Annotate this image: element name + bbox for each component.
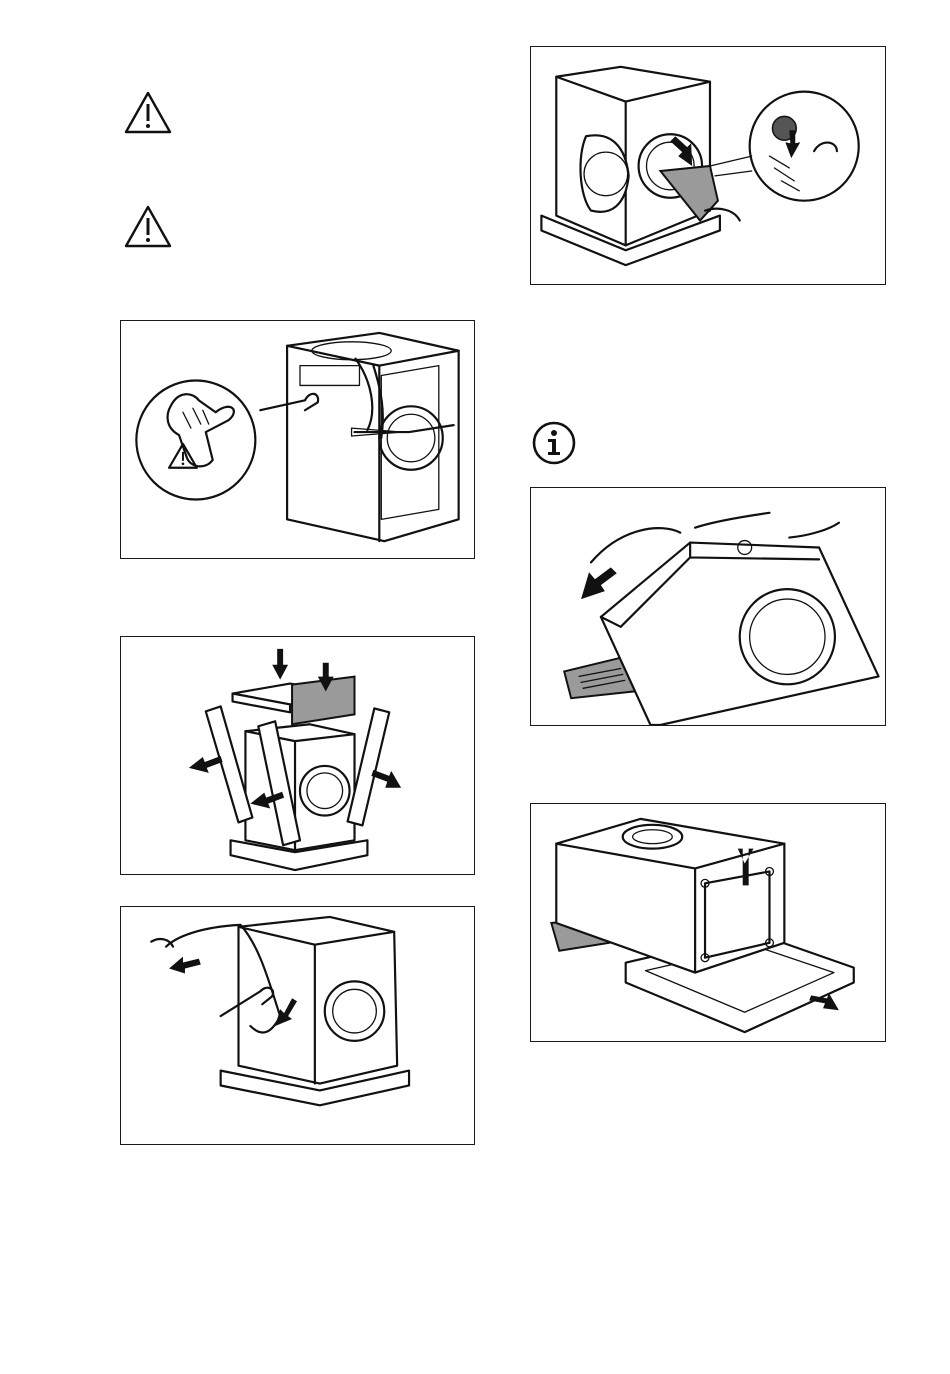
figure-remove-plastic-bag [120, 906, 475, 1145]
warning-triangle-icon [123, 204, 173, 249]
figure-accessory-bag [530, 46, 886, 285]
figure-tilt-machine [530, 487, 886, 726]
figure-remove-packaging [120, 636, 475, 875]
figure-remove-cover [120, 320, 475, 559]
info-circle-icon [531, 420, 577, 466]
figure-remove-base [530, 803, 886, 1042]
warning-triangle-icon [123, 90, 173, 135]
